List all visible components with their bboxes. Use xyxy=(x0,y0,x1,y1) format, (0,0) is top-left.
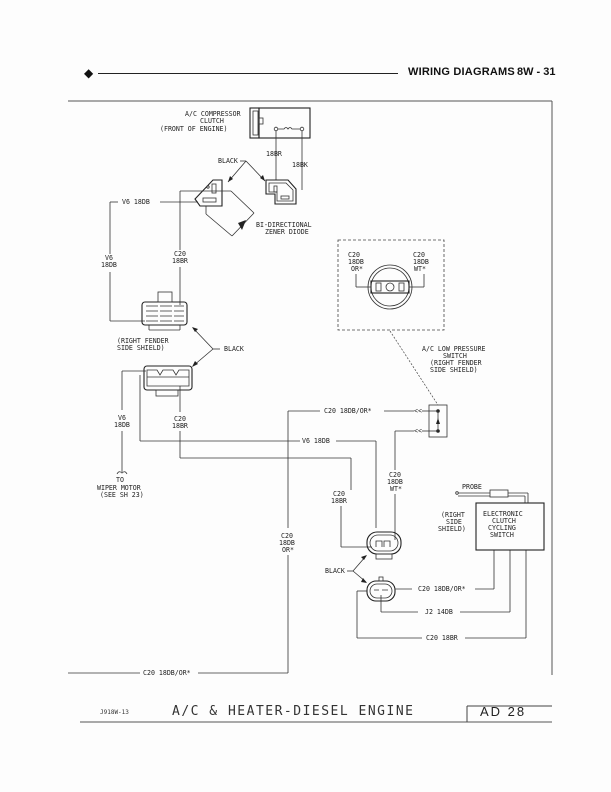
diamond-icon: ◆ xyxy=(84,66,94,80)
header-rule xyxy=(98,73,398,74)
wire-label-v6-top: V6 18DB xyxy=(122,198,150,206)
wire-label-v6-left-2: 18DB xyxy=(101,261,117,269)
wire-label-v6-lower-2: 18DB xyxy=(114,421,130,429)
zener-label-2: ZENER DIODE xyxy=(265,228,309,236)
wire-label-c20-lower-1: C20 xyxy=(174,415,186,423)
fender-connector-lower xyxy=(143,365,193,397)
wire-label-c20-or-vert-2: 18DB xyxy=(279,539,295,547)
wire-label-c20-lower-2: 18BR xyxy=(172,422,188,430)
zener-label-1: BI-DIRECTIONAL xyxy=(256,221,312,229)
wire-label-c20-br-vert-2: 18BR xyxy=(331,497,347,505)
switch-left-label-2: 18DB xyxy=(348,258,364,266)
wire-label-c20-or-mid: C20 18DB/OR* xyxy=(324,407,372,415)
wire-label-c20-or-bottom: C20 18DB/OR* xyxy=(143,669,191,677)
disconnect-icon: << xyxy=(414,407,422,415)
fender-connector-upper xyxy=(141,291,188,331)
low-pressure-switch xyxy=(428,404,448,438)
black-label-top: BLACK xyxy=(218,157,238,165)
switch-left-label-1: C20 xyxy=(348,251,360,259)
wire-label-c20-top-1: C20 xyxy=(174,250,186,258)
clutch-label-1: A/C COMPRESSOR xyxy=(185,110,241,118)
compressor-clutch: A/C COMPRESSOR CLUTCH (FRONT OF ENGINE) xyxy=(160,107,311,139)
clutch-connector xyxy=(265,179,297,205)
lps-label-3: (RIGHT FENDER xyxy=(430,359,482,367)
switch-right-label-2: 18DB xyxy=(413,258,429,266)
pressure-switch-detail-box xyxy=(337,239,445,331)
shield-label-1: (RIGHT xyxy=(441,511,465,519)
cycling-label-1: ELECTRONIC xyxy=(483,510,523,518)
wire-label-j2: J2 14DB xyxy=(425,608,453,616)
wire-label-18br: 18BR xyxy=(266,150,282,158)
wire-label-18bk: 18BK xyxy=(292,161,308,169)
footer-code: J918W-13 xyxy=(100,709,129,716)
lps-label-2: SWITCH xyxy=(443,352,467,360)
wire-label-v6-left-1: V6 xyxy=(105,254,113,262)
wiper-label-2: WIPER MOTOR xyxy=(97,484,141,492)
wire-label-c20-wt-3: WT* xyxy=(390,485,402,493)
probe-label: PROBE xyxy=(462,483,482,491)
lps-label-4: SIDE SHIELD) xyxy=(430,366,478,374)
cycling-label-2: CLUTCH xyxy=(492,517,516,525)
wire-label-c20-br-vert-1: C20 xyxy=(333,490,345,498)
black-label-bottom: BLACK xyxy=(325,567,345,575)
shield-label-3: SHIELD) xyxy=(438,525,466,533)
wire-label-v6-lower-1: V6 xyxy=(118,414,126,422)
wire-label-c20-br-bottom: C20 18BR xyxy=(426,634,458,642)
black-label-mid: BLACK xyxy=(224,345,244,353)
switch-left-label-3: OR* xyxy=(351,265,363,273)
wiper-label-1: TO xyxy=(116,476,124,484)
wire-label-c20-or-right: C20 18DB/OR* xyxy=(418,585,466,593)
wire-label-c20-wt-1: C20 xyxy=(389,471,401,479)
shield-label-2: SIDE xyxy=(446,518,462,526)
wire-label-c20-wt-2: 18DB xyxy=(387,478,403,486)
wire-terminator-icon xyxy=(116,471,128,475)
wiper-label-3: (SEE SH 23) xyxy=(100,491,144,499)
probe: PROBE xyxy=(455,483,529,503)
fender-label-1: (RIGHT FENDER xyxy=(117,337,169,345)
disconnect-icon: << xyxy=(414,427,422,435)
cycling-label-4: SWITCH xyxy=(490,531,514,539)
wire-label-c20-top-2: 18BR xyxy=(172,257,188,265)
wire-label-v6-mid: V6 18DB xyxy=(302,437,330,445)
wire-label-c20-or-vert-1: C20 xyxy=(281,532,293,540)
clutch-label-3: (FRONT OF ENGINE) xyxy=(160,125,228,133)
cycling-label-3: CYCLING xyxy=(488,524,516,532)
section-title: WIRING DIAGRAMS xyxy=(408,66,515,78)
switch-connector-upper xyxy=(366,531,402,560)
clutch-label-2: CLUTCH xyxy=(200,117,224,125)
footer-title: A/C & HEATER-DIESEL ENGINE xyxy=(172,704,415,719)
page-number: 8W - 31 xyxy=(517,66,556,78)
switch-right-label-1: C20 xyxy=(413,251,425,259)
pressure-switch-face xyxy=(367,264,413,310)
switch-right-label-3: WT* xyxy=(414,265,426,273)
lps-label-1: A/C LOW PRESSURE xyxy=(422,345,486,353)
cycling-switch: ELECTRONIC CLUTCH CYCLING SWITCH xyxy=(475,502,545,551)
diode-connector xyxy=(194,179,223,207)
zener-diode-icon xyxy=(238,220,246,230)
footer-page: AD 28 xyxy=(480,704,527,719)
fender-label-2: SIDE SHIELD) xyxy=(117,344,165,352)
wire-label-c20-or-vert-3: OR* xyxy=(282,546,294,554)
